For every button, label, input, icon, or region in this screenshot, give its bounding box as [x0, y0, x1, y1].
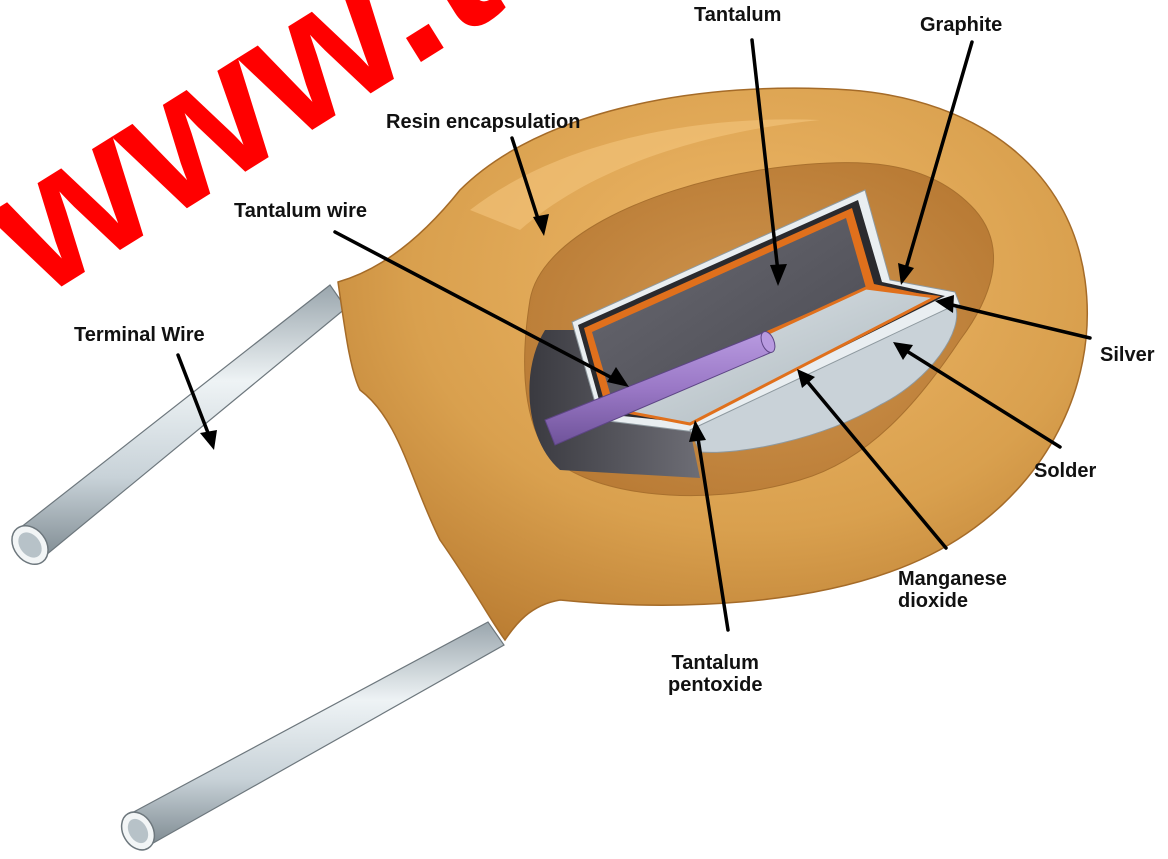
label-tantalum: Tantalum: [694, 4, 781, 26]
label-silver: Silver: [1100, 344, 1154, 366]
label-tantalum-pentoxide-line1: Tantalum: [668, 652, 762, 674]
label-solder: Solder: [1034, 460, 1096, 482]
label-terminal-wire: Terminal Wire: [74, 324, 205, 346]
label-graphite: Graphite: [920, 14, 1002, 36]
label-manganese-dioxide-line2: dioxide: [898, 590, 1007, 612]
label-tantalum-pentoxide-line2: pentoxide: [668, 674, 762, 696]
label-manganese-dioxide: Manganese dioxide: [898, 568, 1007, 612]
terminal-wire-lower: [115, 622, 504, 856]
label-manganese-dioxide-line1: Manganese: [898, 568, 1007, 590]
label-tantalum-pentoxide: Tantalum pentoxide: [668, 652, 762, 696]
label-resin-encapsulation: Resin encapsulation: [386, 111, 581, 133]
label-tantalum-wire: Tantalum wire: [234, 200, 367, 222]
